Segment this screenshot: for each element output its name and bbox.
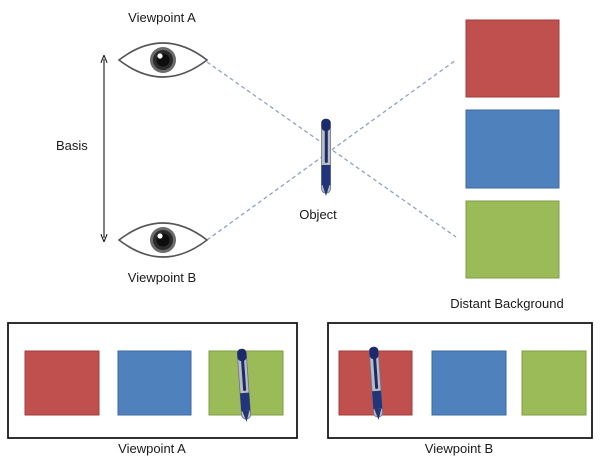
background-square-red: [465, 19, 560, 98]
panel-b-caption: Viewpoint B: [424, 441, 494, 456]
viewpoint-b-label: Viewpoint B: [127, 270, 197, 285]
sight-line-a: [206, 61, 457, 238]
panel-a-caption: Viewpoint A: [118, 441, 186, 456]
object-label: Object: [299, 207, 337, 222]
viewpoint-a-label: Viewpoint A: [128, 10, 196, 25]
background-square-blue: [465, 109, 560, 189]
eye-icon: [117, 222, 209, 258]
distant-background-label: Distant Background: [450, 296, 564, 311]
basis-label: Basis: [56, 138, 88, 153]
panel-b-blue-square: [431, 350, 507, 416]
panel-a-blue-square: [117, 350, 192, 416]
eye-icon: [117, 42, 209, 78]
panel-a-red-square: [24, 350, 100, 416]
pen-icon: [236, 348, 251, 422]
background-square-green: [465, 200, 560, 279]
panel-b-green-square: [521, 350, 587, 416]
pen-icon: [321, 118, 331, 196]
sight-line-b: [206, 59, 457, 241]
pen-icon: [368, 346, 383, 420]
